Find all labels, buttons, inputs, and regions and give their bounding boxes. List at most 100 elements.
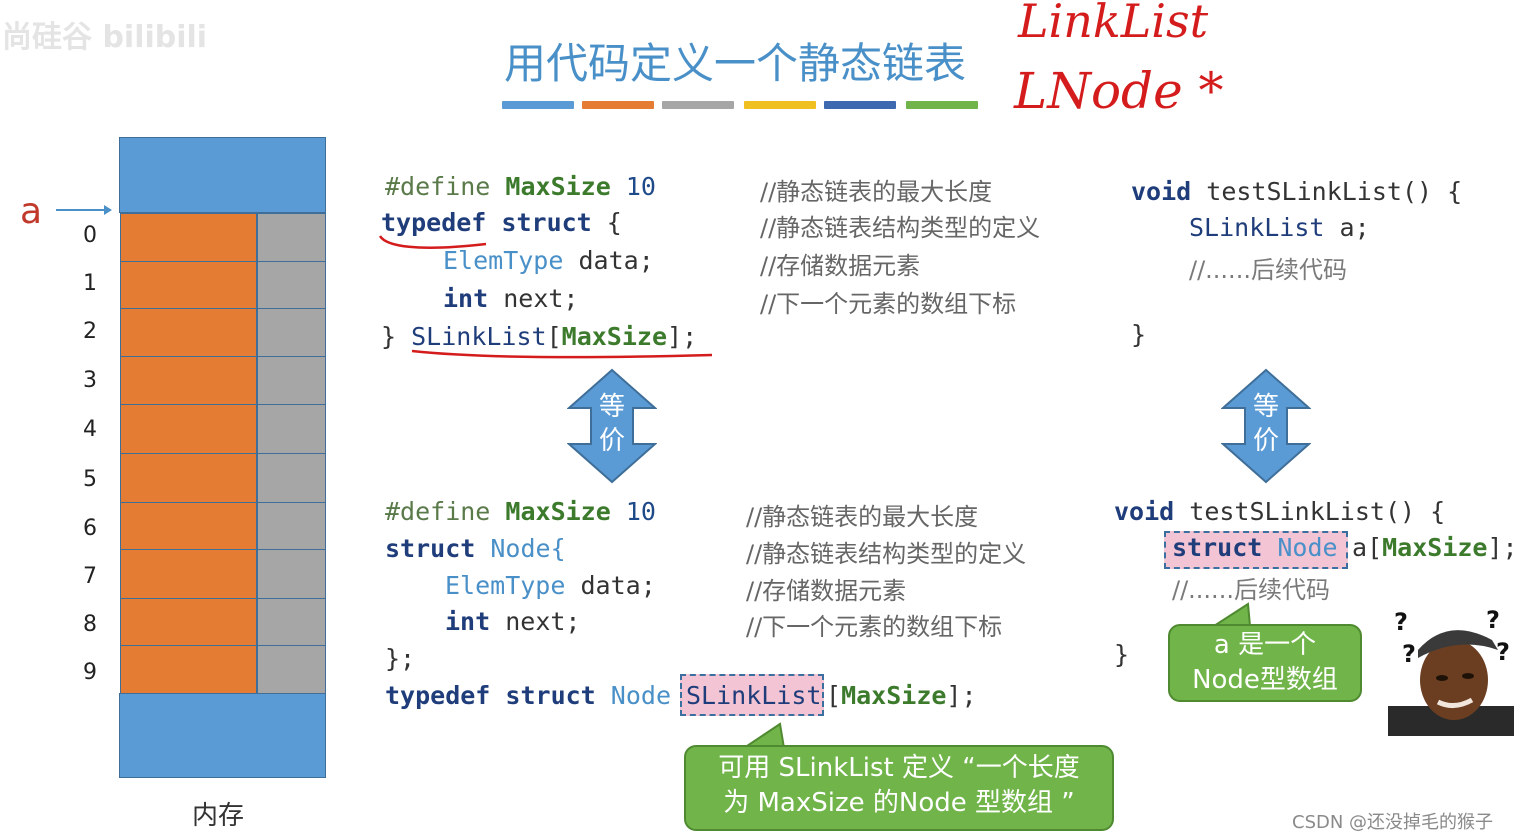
field-name: data; bbox=[580, 571, 656, 600]
code-comment: //存储数据元素 bbox=[760, 252, 921, 280]
memory-index: 3 bbox=[83, 368, 97, 393]
macro-name: MaxSize bbox=[505, 497, 611, 526]
handwritten-linklist: LinkList bbox=[1018, 0, 1209, 48]
function-signature: testSLinkList() { bbox=[1189, 497, 1446, 526]
double-arrow-icon bbox=[1221, 368, 1311, 484]
equivalence-char: 价 bbox=[1252, 426, 1279, 456]
variable-name: a bbox=[1352, 533, 1368, 562]
memory-index: 1 bbox=[83, 271, 97, 296]
code-token-slinklist: SLinkList bbox=[686, 681, 821, 710]
memory-index: 6 bbox=[83, 516, 97, 541]
memory-cell-data-6 bbox=[120, 502, 257, 550]
memory-cell-next-9 bbox=[257, 645, 326, 694]
code-token-array-decl: a[MaxSize]; bbox=[1352, 533, 1518, 562]
struct-keyword: struct bbox=[505, 681, 596, 710]
int-keyword: int bbox=[443, 284, 489, 313]
memory-cell-next-1 bbox=[257, 261, 326, 309]
struct-name: Node bbox=[1277, 533, 1338, 562]
brace: } bbox=[1114, 640, 1130, 669]
memory-cell-next-2 bbox=[257, 308, 326, 357]
code-comment: //......后续代码 bbox=[1189, 256, 1347, 284]
callout-node-array: a 是一个 Node型数组 bbox=[1168, 624, 1362, 702]
pointer-a-label: a bbox=[20, 191, 43, 232]
code-comment: //静态链表结构类型的定义 bbox=[760, 214, 1041, 242]
question-mark: ? bbox=[1394, 608, 1408, 636]
code-line-func-signature: void testSLinkList() { bbox=[1114, 497, 1445, 526]
code-comment: //下一个元素的数组下标 bbox=[760, 290, 1017, 318]
red-underline-typedef bbox=[378, 235, 487, 249]
variable-name: a; bbox=[1339, 213, 1370, 242]
field-type: ElemType bbox=[445, 571, 566, 600]
void-keyword: void bbox=[1114, 497, 1175, 526]
color-bar-6 bbox=[906, 101, 978, 109]
memory-index: 4 bbox=[83, 417, 97, 442]
preprocessor-keyword: #define bbox=[385, 497, 491, 526]
type-name: SLinkList bbox=[411, 322, 547, 351]
macro-name: MaxSize bbox=[841, 681, 947, 710]
memory-block-top bbox=[119, 137, 326, 213]
memory-cell-data-0 bbox=[120, 213, 257, 262]
bracket: [ bbox=[546, 322, 562, 351]
code-line-define: #define MaxSize 10 bbox=[385, 497, 656, 526]
memory-cell-data-1 bbox=[120, 261, 257, 309]
memory-label: 内存 bbox=[192, 801, 245, 831]
field-name: next; bbox=[505, 607, 581, 636]
code-comment: //静态链表的最大长度 bbox=[760, 178, 993, 206]
void-keyword: void bbox=[1131, 177, 1192, 206]
bracket: ]; bbox=[667, 322, 698, 351]
code-line-close: }; bbox=[385, 644, 415, 673]
code-line-close: } SLinkList[MaxSize]; bbox=[381, 322, 697, 351]
callout-line: a 是一个 bbox=[1213, 630, 1317, 660]
memory-cell-data-8 bbox=[120, 598, 257, 646]
macro-value: 10 bbox=[625, 172, 656, 201]
color-bar-5 bbox=[824, 101, 896, 109]
code-line-declaration: SLinkList a; bbox=[1189, 213, 1370, 242]
memory-cell-next-8 bbox=[257, 598, 326, 646]
equivalence-text: 等 价 bbox=[1221, 390, 1311, 458]
equivalence-char: 等 bbox=[598, 392, 625, 422]
pointer-arrow-icon bbox=[56, 205, 112, 215]
double-arrow-icon bbox=[567, 368, 657, 484]
memory-cell-data-7 bbox=[120, 549, 257, 599]
code-line-define: #define MaxSize 10 bbox=[385, 172, 656, 201]
type-name: SLinkList bbox=[1189, 213, 1325, 242]
equivalence-arrow-right: 等 价 bbox=[1221, 368, 1311, 484]
field-name: next; bbox=[503, 284, 579, 313]
slide-title: 用代码定义一个静态链表 bbox=[504, 39, 967, 88]
code-line-field-next: int next; bbox=[443, 284, 578, 313]
callout-slinklist-definition: 可用 SLinkList 定义 “一个长度 为 MaxSize 的Node 型数… bbox=[684, 745, 1114, 831]
code-line-field-next: int next; bbox=[445, 607, 580, 636]
memory-cell-next-7 bbox=[257, 549, 326, 599]
equivalence-char: 等 bbox=[1252, 392, 1279, 422]
memory-cell-data-3 bbox=[120, 356, 257, 405]
memory-index: 2 bbox=[83, 319, 97, 344]
memory-cell-data-2 bbox=[120, 308, 257, 357]
typedef-keyword: typedef bbox=[385, 681, 491, 710]
equivalence-char: 价 bbox=[598, 426, 625, 456]
code-comment: //静态链表的最大长度 bbox=[746, 503, 979, 531]
memory-cell-next-5 bbox=[257, 453, 326, 503]
bilibili-watermark: 尚硅谷 bilibili bbox=[2, 20, 208, 55]
memory-cell-data-9 bbox=[120, 645, 257, 694]
bracket: ]; bbox=[1487, 533, 1518, 562]
brace: { bbox=[606, 208, 622, 237]
color-bar-1 bbox=[502, 101, 574, 109]
code-line-typedef: typedef struct { bbox=[381, 208, 622, 237]
macro-name: MaxSize bbox=[505, 172, 611, 201]
memory-index: 0 bbox=[83, 223, 97, 248]
question-mark: ? bbox=[1402, 640, 1416, 668]
memory-index: 7 bbox=[83, 564, 97, 589]
memory-cell-next-3 bbox=[257, 356, 326, 405]
handwritten-lnode-pointer: LNode * bbox=[1014, 62, 1224, 120]
code-line-func-close: } bbox=[1131, 320, 1146, 349]
code-comment: //下一个元素的数组下标 bbox=[746, 613, 1003, 641]
question-mark: ? bbox=[1496, 638, 1510, 666]
red-underline-slinklist bbox=[411, 349, 713, 359]
code-line-func-close: } bbox=[1114, 640, 1129, 669]
highlight-slinklist bbox=[680, 674, 824, 716]
code-line-func-signature: void testSLinkList() { bbox=[1131, 177, 1462, 206]
struct-name: Node bbox=[610, 681, 672, 710]
struct-keyword: struct bbox=[1172, 533, 1263, 562]
code-line-field-data: ElemType data; bbox=[445, 571, 656, 600]
memory-cell-next-4 bbox=[257, 404, 326, 454]
